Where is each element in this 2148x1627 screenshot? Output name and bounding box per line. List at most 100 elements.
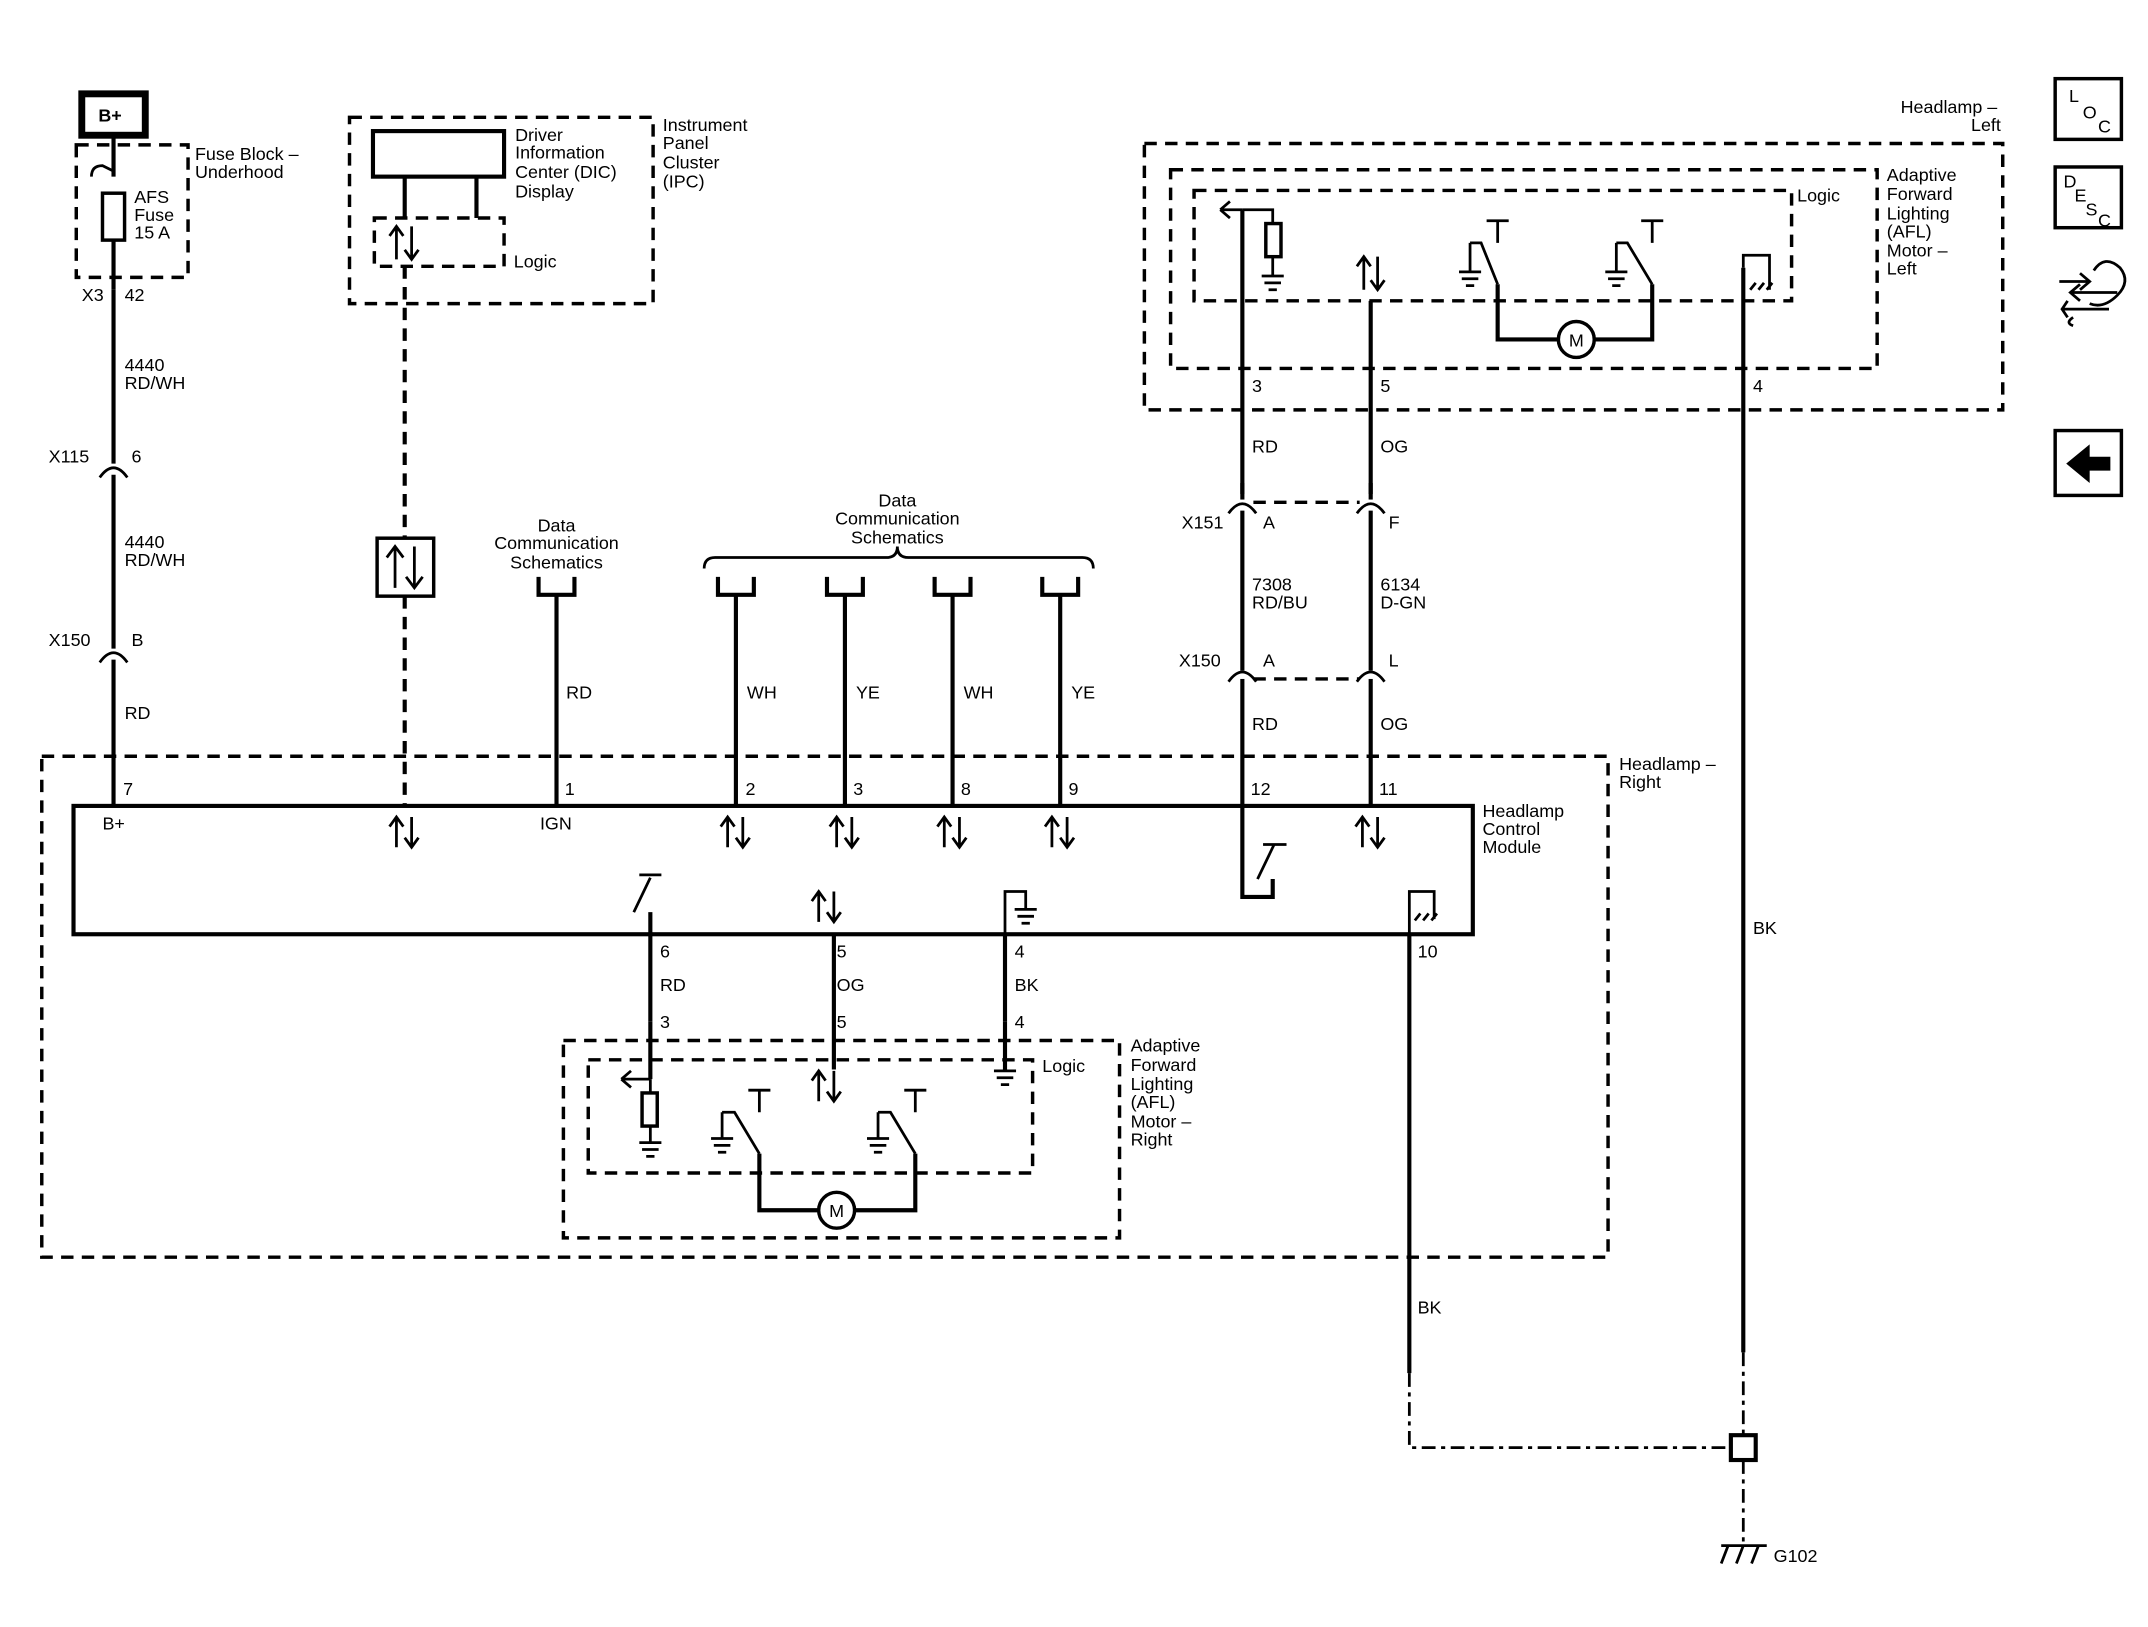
headlamp-right-2: Right [1619, 772, 1661, 792]
data-comm-2-line-2: Communication [835, 508, 960, 528]
headlamp-right-1: Headlamp – [1619, 754, 1716, 774]
hcm-pin-8: 8 [961, 779, 971, 799]
wire-pin1-color: RD [566, 682, 592, 702]
wire-hcm-bottom-rd: RD [660, 975, 686, 995]
wire-pin8-color: WH [964, 682, 994, 702]
afl-right-name-4: (AFL) [1131, 1092, 1176, 1112]
afl-left-pin-3: 3 [1252, 376, 1262, 396]
instrument-panel-cluster: Driver Information Center (DIC) Display … [347, 115, 747, 306]
wire-pin3-color: YE [856, 682, 880, 702]
fuse-label-2: Fuse [134, 205, 174, 225]
headlamp-left-2: Left [1971, 115, 2001, 135]
wire-lower-og: OG [1380, 714, 1408, 734]
desc-button[interactable]: D E S C [2053, 165, 2124, 230]
afl-left-name-2: Forward [1887, 184, 1953, 204]
supply-wire: 4440 RD/WH X115 6 4440 RD/WH X150 B RD [49, 289, 186, 806]
desc-letter-c: C [2098, 210, 2111, 230]
wire-lower-rd: RD [1252, 714, 1278, 734]
data-comm-1-line-3: Schematics [510, 553, 603, 573]
connector-x150-left-pin: B [131, 630, 143, 650]
afl-right-pin-4: 4 [1015, 1012, 1025, 1032]
dic-name-2: Information [515, 143, 605, 163]
hcm-pin-6: 6 [660, 942, 670, 962]
hcm-pin-2: 2 [746, 779, 756, 799]
wire-4440-circuit-2: 4440 [125, 532, 165, 552]
connector-x115: X115 [49, 446, 90, 466]
wire-4440-color-1: RD/WH [125, 373, 186, 393]
ipc-name-4: (IPC) [663, 172, 705, 192]
fuse-label-1: AFS [134, 187, 169, 207]
afl-right-name-5: Motor – [1131, 1111, 1192, 1131]
afl-left-pin-5: 5 [1380, 376, 1390, 396]
wire-hcm-bottom-bk: BK [1015, 975, 1039, 995]
headlamp-control-module: Headlamp Control Module 7 1 2 3 8 9 12 1… [71, 779, 1564, 1374]
wire-ground-left-bk: BK [1753, 918, 1777, 938]
afl-left-name-4: (AFL) [1887, 221, 1932, 241]
connector-x115-pin: 6 [131, 446, 141, 466]
loc-letter-o: O [2083, 103, 2097, 123]
wire-7308-circuit: 7308 [1252, 575, 1292, 595]
ipc-name-3: Cluster [663, 152, 720, 172]
hcm-b-plus: B+ [102, 813, 124, 833]
motor-left-label: M [1569, 330, 1584, 350]
afl-motor-right: 3 5 4 Logic Adaptive Forward Lighting (A… [561, 1012, 1201, 1240]
hcm-name-2: Control [1482, 819, 1540, 839]
loc-letter-c: C [2098, 116, 2111, 136]
ground-g102: G102 BK [1407, 1298, 1818, 1566]
back-button[interactable] [2053, 428, 2124, 498]
back-arrow-icon [2066, 444, 2111, 483]
data-communication-2: Data Communication Schematics WH YE WH Y… [702, 490, 1095, 806]
motor-right-label: M [829, 1201, 844, 1221]
hcm-ign: IGN [540, 813, 572, 833]
wire-4440-circuit-1: 4440 [125, 355, 165, 375]
data-comm-1-line-2: Communication [494, 533, 619, 553]
dic-name-4: Display [515, 181, 574, 201]
b-plus-source: B+ [78, 90, 149, 139]
afl-right-name-2: Forward [1131, 1055, 1197, 1075]
fuse-icon [100, 191, 127, 242]
dic-name-1: Driver [515, 125, 563, 145]
connector-x150-right-pin-l: L [1389, 651, 1399, 671]
wire-pin2-color: WH [747, 682, 777, 702]
hcm-pin-3: 3 [853, 779, 863, 799]
wire-6134-color: D-GN [1380, 593, 1426, 613]
afl-left-name-1: Adaptive [1887, 165, 1957, 185]
b-plus-label: B+ [98, 105, 121, 125]
afl-right-pin-3: 3 [660, 1012, 670, 1032]
motor-right-icon [816, 1190, 857, 1230]
afl-right-logic: Logic [1042, 1056, 1085, 1076]
connector-end-view-icon[interactable] [2059, 260, 2127, 327]
wire-4440-color-2: RD/WH [125, 550, 186, 570]
afl-left-name-3: Lighting [1887, 203, 1950, 223]
hcm-pin-4: 4 [1015, 942, 1025, 962]
afl-right-pin-5: 5 [837, 1012, 847, 1032]
motor-left-icon [1556, 319, 1596, 360]
hcm-pin-1: 1 [565, 779, 575, 799]
afl-right-name-1: Adaptive [1131, 1036, 1201, 1056]
hcm-pin-7: 7 [123, 779, 133, 799]
hcm-pin-12: 12 [1251, 779, 1271, 799]
wire-rd-left: RD [125, 703, 151, 723]
connector-x151-pin-a: A [1263, 513, 1275, 533]
dic-name-3: Center (DIC) [515, 162, 617, 182]
connector-x151-pin-f: F [1389, 513, 1400, 533]
loc-letter-l: L [2069, 86, 2079, 106]
connector-x150-right: X150 [1179, 651, 1221, 671]
afl-left-name-6: Left [1887, 259, 1917, 279]
ipc-logic-label: Logic [514, 252, 557, 272]
fuse-label-3: 15 A [134, 223, 170, 243]
wire-6134-circuit: 6134 [1380, 575, 1420, 595]
loc-button[interactable]: L O C [2053, 76, 2124, 142]
headlamp-right: Headlamp – Right [40, 754, 1716, 1259]
wire-7308-color: RD/BU [1252, 593, 1308, 613]
afl-right-name-3: Lighting [1131, 1074, 1194, 1094]
afl-right-name-6: Right [1131, 1129, 1173, 1149]
desc-letter-e: E [2074, 185, 2086, 205]
connector-x151: X151 [1182, 513, 1224, 533]
hcm-pin-5: 5 [837, 942, 847, 962]
fuse-block-name-2: Underhood [195, 162, 284, 182]
hcm-name-3: Module [1482, 837, 1541, 857]
hcm-pin-10: 10 [1418, 942, 1438, 962]
fuse-pin: 42 [125, 285, 145, 305]
